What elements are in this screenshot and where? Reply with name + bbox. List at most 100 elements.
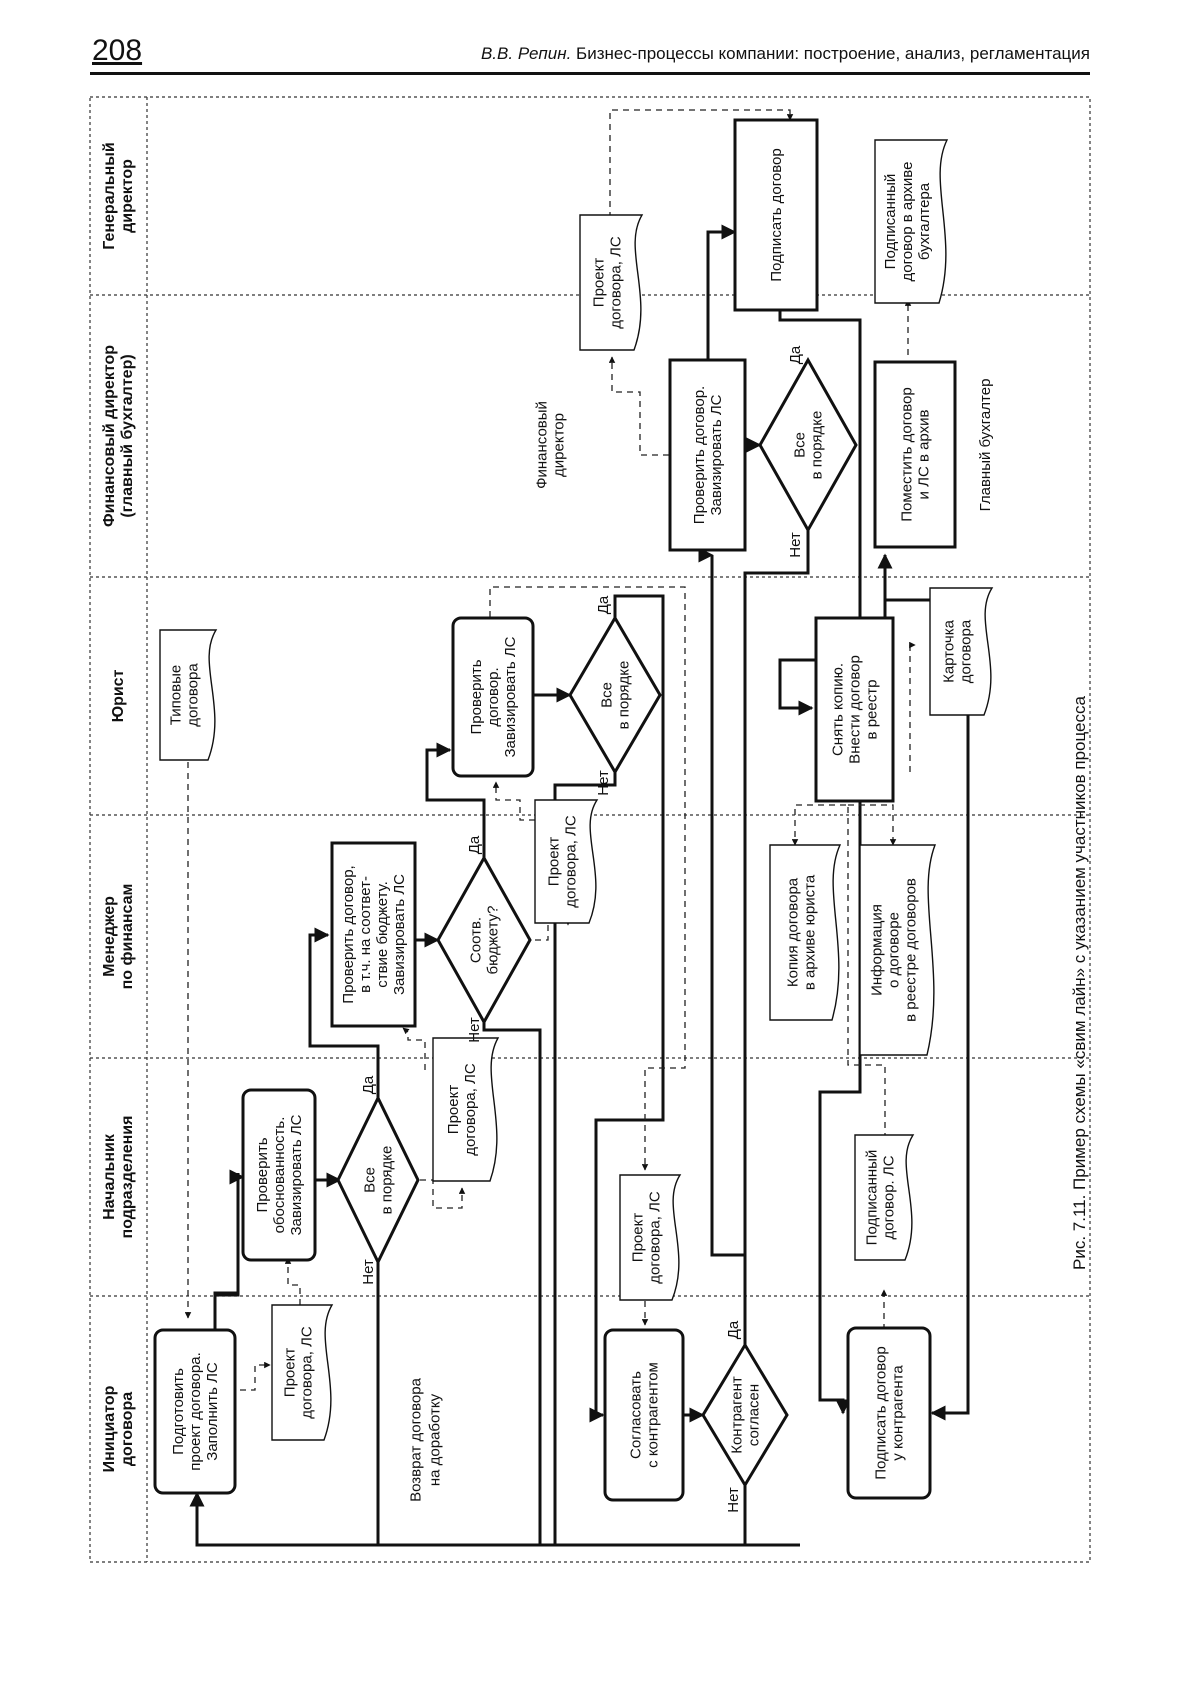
document-draft_man [534, 799, 599, 924]
note-return-for-rework-line: на доработку [427, 1393, 444, 1486]
label-fin-no: Нет [787, 532, 804, 558]
figure-caption: Рис. 7.11. Пример схемы «свим лайн» с ук… [1070, 696, 1089, 1270]
process-prepare [153, 1328, 237, 1495]
document-draft_man-label-line: договора, ЛС [563, 815, 580, 908]
document-signed_head-label-line: Подписанный [864, 1150, 881, 1246]
process-jur_check-label-line: договор. [485, 667, 502, 726]
process-head_check-label-line: обоснованность. [271, 1117, 288, 1234]
process-prepare-label-line: Подготовить [170, 1368, 187, 1455]
label-jur-yes-line: Да [595, 595, 612, 614]
note-fin-director-line: директор [551, 413, 568, 477]
label-head-yes-line: Да [360, 1075, 377, 1094]
lane-header-fin-line: Финансовый директор [101, 345, 118, 527]
lane-header-head-line: подразделения [119, 1116, 136, 1239]
process-gen_sign-label: Подписать договор [768, 148, 785, 281]
process-prepare-label-line: проект договора. [187, 1352, 204, 1471]
lane-header-jur-line: Юрист [110, 669, 127, 722]
process-gen_sign-label-line: Подписать договор [768, 148, 785, 281]
author: В.В. Репин. [480, 44, 572, 63]
label-jur-no-line: Нет [595, 770, 612, 796]
label-budget-yes: Да [466, 835, 483, 854]
process-counter_sign-label-line: Подписать договор [873, 1346, 890, 1479]
process-counter_sign-label-line: у контрагента [890, 1365, 907, 1461]
decision-budget-label: Соотв.бюджету? [468, 905, 502, 974]
lane-header-fin: Финансовый директор(главный бухгалтер) [101, 345, 136, 527]
decision-fin_ok-label-line: Все [792, 432, 809, 458]
document-registry_info [859, 844, 937, 1056]
lane-header-init-line: договора [119, 1392, 136, 1466]
label-fin-yes: Да [787, 345, 804, 364]
arrow-head-check-in [213, 1169, 245, 1330]
decision-counter_ok [701, 1342, 789, 1488]
decision-head_ok [336, 1094, 420, 1266]
label-budget-no: Нет [466, 1017, 483, 1043]
process-agree-label-line: с контрагентом [645, 1362, 662, 1468]
process-counter_sign [846, 1326, 932, 1500]
note-chief-accountant: Главный бухгалтер [977, 379, 994, 512]
decision-fin_ok [758, 356, 858, 534]
document-draft_gen-label-line: Проект [591, 258, 608, 308]
document-signed_head [854, 1134, 915, 1261]
process-copy_register-label-line: в реестр [864, 680, 881, 740]
document-draft_man-label-line: Проект [546, 837, 563, 887]
document-typical-label-line: Типовые [168, 665, 185, 725]
document-copy_archive-label-line: Копия договора [785, 877, 802, 987]
document-draft_init-label-line: Проект [282, 1348, 299, 1398]
decision-fin_ok-label-line: в порядке [809, 411, 826, 480]
process-head_check [241, 1088, 317, 1262]
label-counter-yes-line: Да [725, 1320, 742, 1339]
document-draft_head-label-line: договора, ЛС [462, 1063, 479, 1156]
process-agree [603, 1328, 685, 1502]
process-copy_register [814, 616, 895, 803]
document-signed_archive-label-line: договор в архиве [899, 162, 916, 282]
process-jur_check-label-line: Завизировать ЛС [502, 636, 519, 757]
decision-jur_ok [568, 615, 662, 775]
lane-header-gen-line: Генеральный [101, 142, 118, 250]
decision-budget-label-line: Соотв. [468, 917, 485, 963]
document-typical [159, 629, 218, 761]
document-signed_archive-label-line: Подписанный [882, 174, 899, 270]
document-draft_head-label-line: Проект [445, 1085, 462, 1135]
lane-header-man-line: Менеджер [101, 896, 118, 977]
document-copy_archive [769, 844, 842, 1021]
process-copy_register-label-line: Снять копию. [830, 663, 847, 756]
document-copy_archive-label-line: в архиве юриста [802, 874, 819, 990]
document-draft_init-label-line: договора, ЛС [299, 1326, 316, 1419]
lane-header-init-line: Инициатор [101, 1385, 118, 1472]
document-signed_archive [874, 139, 949, 304]
process-man_check-label: Проверить договор,в т.ч. на соответ-стви… [340, 865, 408, 1003]
lane-header-fin-line: (главный бухгалтер) [119, 354, 136, 517]
process-copy_register-label-line: Внести договор [847, 655, 864, 764]
label-counter-no: Нет [725, 1487, 742, 1513]
decision-head_ok-label-line: Все [362, 1167, 379, 1193]
document-typical-label-line: договора [185, 663, 202, 727]
process-prepare-label-line: Заполнить ЛС [204, 1362, 221, 1461]
process-fin_check-label: Проверить договор.Завизировать ЛС [691, 386, 725, 524]
decision-jur_ok-label-line: в порядке [616, 661, 633, 730]
document-draft_head [432, 1037, 500, 1182]
label-budget-yes-line: Да [466, 835, 483, 854]
document-registry_info-label-line: Информация [869, 904, 886, 996]
process-man_check-label-line: Завизировать ЛС [391, 874, 408, 995]
